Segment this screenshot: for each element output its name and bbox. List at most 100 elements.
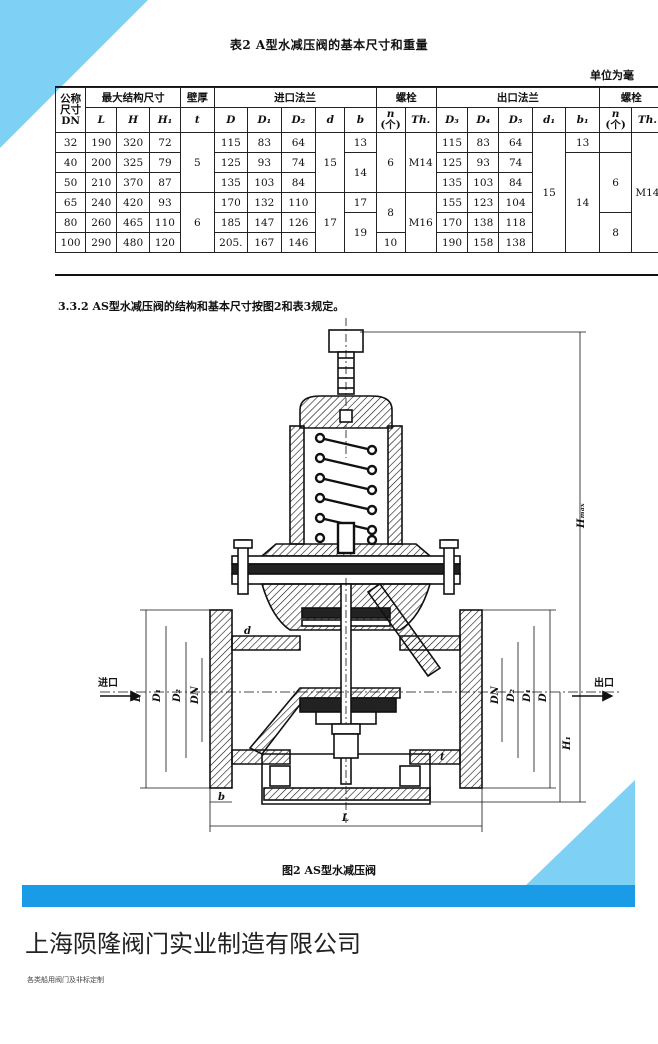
cell-H1: 79 (148, 152, 182, 173)
cell-D4: 93 (467, 152, 500, 173)
cell-d-merged-a: 15 (315, 132, 346, 193)
valve-body (209, 582, 483, 805)
spec-table: 公称尺寸DN 最大结构尺寸 壁厚 进口法兰 螺栓 出口法兰 螺栓 重 L H H… (55, 87, 658, 253)
dim-d: d (244, 626, 251, 637)
inlet-label: 进口 (98, 676, 118, 689)
header-L: L (85, 107, 118, 133)
cell-D4: 138 (467, 212, 500, 233)
dim-DN-left: DN (190, 685, 201, 705)
cell-H: 465 (116, 212, 150, 233)
header-b: b (344, 107, 377, 133)
cell-D: 170 (213, 192, 249, 213)
dim-t: t (440, 752, 445, 763)
cell-n2-empty (598, 132, 633, 153)
dim-D1-right: D₁ (522, 689, 533, 703)
header-dn: 公称尺寸DN (55, 87, 87, 133)
table-unit: 单位为毫 (590, 69, 634, 82)
cell-D1: 132 (247, 192, 282, 213)
corner-decoration-bottom-right (525, 780, 635, 886)
dim-D2-right: D₂ (506, 688, 517, 703)
dimension-lines (140, 331, 586, 832)
header-d: d (315, 107, 346, 133)
header-n-2: n(个) (598, 107, 633, 133)
cell-D3: 155 (435, 192, 469, 213)
dim-D-right: D (538, 693, 549, 703)
cell-D4: 123 (467, 192, 500, 213)
cell-b1: 13 (565, 132, 600, 153)
table-bottom-rule (55, 274, 658, 276)
cell-n-merged-a: 6 (375, 132, 406, 193)
cell-H: 420 (116, 192, 150, 213)
table-title: 表2 A型水减压阀的基本尺寸和重量 (229, 38, 429, 52)
cell-D3: 170 (435, 212, 469, 233)
header-H1: H₁ (148, 107, 182, 133)
dim-L: L (341, 813, 349, 824)
cell-H1: 93 (148, 192, 182, 213)
table-row: 80 260 465 110 185 147 126 19 170 138 11… (55, 212, 658, 253)
cell-D: 185 (213, 212, 249, 233)
company-tagline: 各类船用阀门及非标定制 (27, 976, 104, 984)
cell-b: 17 (344, 192, 377, 213)
cell-D5: 84 (498, 172, 533, 193)
cell-Th2-merged: M14 (631, 132, 658, 253)
section-note: 3.3.2 AS型水减压阀的结构和基本尺寸按图2和表3规定。 (58, 300, 345, 313)
header-D4: D₄ (467, 107, 500, 133)
cell-D5: 64 (498, 132, 533, 153)
cell-D2: 84 (280, 172, 317, 193)
cell-H: 320 (116, 132, 150, 153)
header-D5: D₅ (498, 107, 533, 133)
spec-table-container: 公称尺寸DN 最大结构尺寸 壁厚 进口法兰 螺栓 出口法兰 螺栓 重 L H H… (55, 87, 658, 275)
cell-D: 205. (213, 232, 249, 253)
cell-D: 115 (213, 132, 249, 153)
cell-D2: 126 (280, 212, 317, 233)
header-D: D (213, 107, 249, 133)
header-inlet-flange: 进口法兰 (213, 87, 377, 108)
cell-dn: 100 (55, 232, 87, 253)
cell-D2: 146 (280, 232, 317, 253)
cell-t-merged-b: 6 (180, 192, 215, 253)
cell-D2: 110 (280, 192, 317, 213)
cell-D1: 103 (247, 172, 282, 193)
valve-stem (331, 578, 361, 823)
header-D1: D₁ (247, 107, 282, 133)
cell-D1: 83 (247, 132, 282, 153)
cell-n2-merged-a: 6 (598, 152, 633, 213)
cell-d-merged-b: 17 (315, 192, 346, 253)
cell-D1: 93 (247, 152, 282, 173)
cell-D3: 135 (435, 172, 469, 193)
header-D3: D₃ (435, 107, 469, 133)
header-d1: d₁ (531, 107, 567, 133)
cell-D1: 167 (247, 232, 282, 253)
cell-D2: 74 (280, 152, 317, 173)
cell-H1: 110 (148, 212, 182, 233)
cell-D4: 158 (467, 232, 500, 253)
cell-D4: 83 (467, 132, 500, 153)
cell-D5: 74 (498, 152, 533, 173)
cell-Th-merged-b: M16 (404, 192, 437, 253)
cell-dn: 40 (55, 152, 87, 173)
dim-H1: H₁ (562, 736, 573, 751)
cell-H1: 120 (148, 232, 182, 253)
spring (314, 432, 378, 555)
dim-D1-left: D₁ (152, 689, 163, 703)
cell-H1: 87 (148, 172, 182, 193)
cell-dn: 32 (55, 132, 87, 153)
cell-L: 190 (85, 132, 118, 153)
cell-Th-merged-a: M14 (404, 132, 437, 193)
cell-D5: 118 (498, 212, 533, 233)
cell-dn: 80 (55, 212, 87, 233)
cell-dn: 50 (55, 172, 87, 193)
header-D2: D₂ (280, 107, 317, 133)
cell-D: 135 (213, 172, 249, 193)
dim-D-left: D (132, 693, 143, 703)
cell-D3: 115 (435, 132, 469, 153)
cell-t-merged-a: 5 (180, 132, 215, 193)
cell-D3: 125 (435, 152, 469, 173)
figure-caption: 图2 AS型水减压阀 (282, 864, 376, 877)
cell-L: 240 (85, 192, 118, 213)
company-name: 上海陨隆阀门实业制造有限公司 (25, 930, 361, 958)
cell-L: 290 (85, 232, 118, 253)
cell-n-merged-b: 8 (375, 192, 406, 233)
header-bolt: 螺栓 (375, 87, 437, 108)
cell-dn: 65 (55, 192, 87, 213)
